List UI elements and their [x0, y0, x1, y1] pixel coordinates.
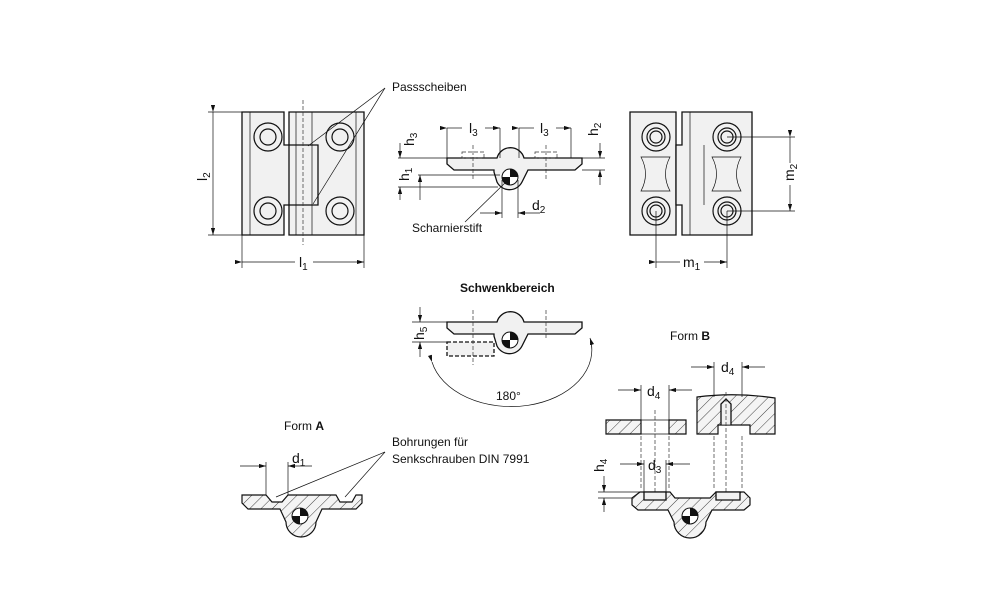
dim-h1: h1 — [396, 167, 415, 181]
dim-l2: l2 — [194, 172, 213, 181]
dim-d2: d2 — [532, 197, 546, 216]
label-180-degrees: 180° — [496, 389, 521, 403]
dim-h5: h5 — [411, 326, 430, 340]
label-schwenkbereich: Schwenkbereich — [460, 281, 555, 295]
dim-l3-left: l3 — [469, 120, 478, 139]
label-scharnierstift: Scharnierstift — [412, 221, 483, 235]
dim-d1: d1 — [292, 450, 306, 469]
dim-m2: m2 — [781, 163, 800, 181]
dim-m1: m1 — [683, 254, 701, 273]
dim-l1: l1 — [299, 254, 308, 273]
dim-d4-left: d4 — [647, 383, 661, 402]
label-bohrungen-line2: Senkschrauben DIN 7991 — [392, 452, 530, 466]
rear-view: m2 m1 — [629, 111, 800, 273]
mounting-holes — [253, 122, 355, 226]
dim-l3-right: l3 — [540, 120, 549, 139]
label-bohrungen-line1: Bohrungen für — [392, 435, 468, 449]
swivel-range-view: Schwenkbereich h5 180° — [411, 281, 595, 407]
front-view: l2 l1 Passscheiben — [194, 80, 467, 273]
dim-h4: h4 — [591, 458, 610, 472]
dim-h3: h3 — [401, 132, 420, 146]
label-form-a: Form A — [284, 419, 324, 433]
dim-d3: d3 — [648, 457, 662, 476]
dim-h2: h2 — [585, 122, 604, 136]
label-form-b: Form B — [670, 329, 710, 343]
label-passscheiben: Passscheiben — [392, 80, 467, 94]
form-a-view: Form A d1 Bohrungen für Senkschrauben DI… — [240, 419, 530, 538]
side-view: l3 l3 h3 h1 h2 d2 Scharnierstift — [396, 120, 605, 235]
dim-d4-right: d4 — [721, 359, 735, 378]
form-b-view: Form B d4 d4 d3 h4 — [591, 329, 776, 539]
